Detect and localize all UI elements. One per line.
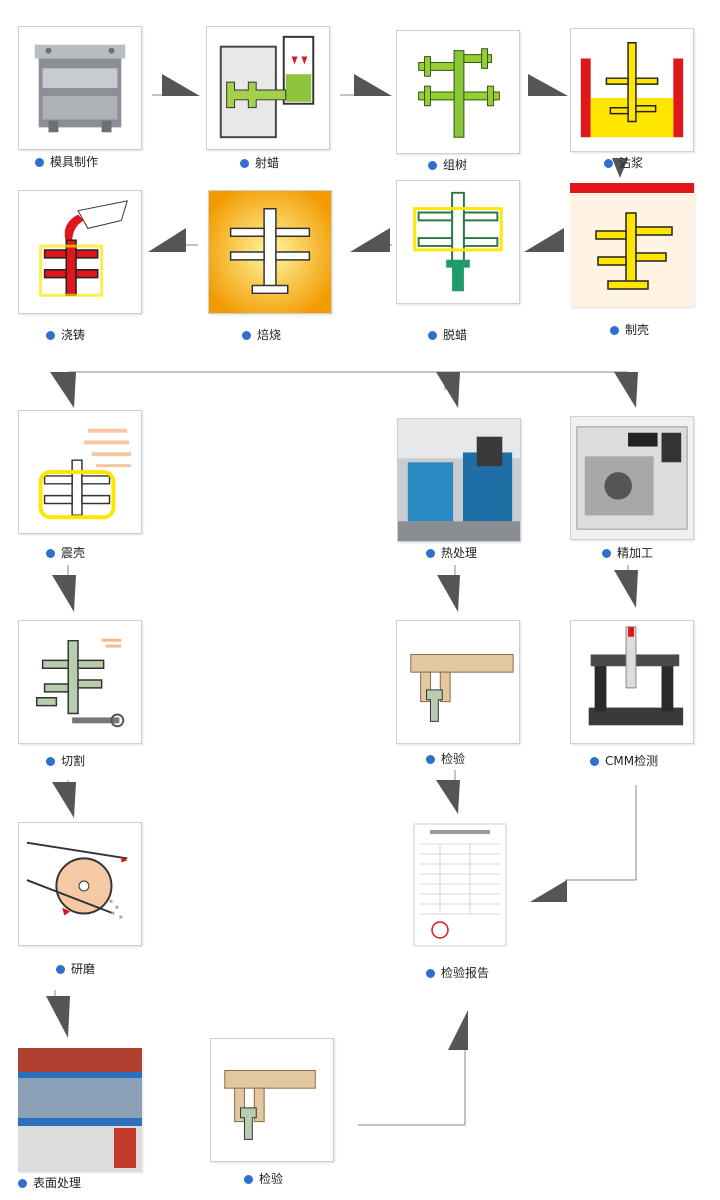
grinding-label: 研磨: [56, 962, 95, 976]
bullet-icon: [428, 331, 437, 340]
inspection-2-label: 检验: [244, 1172, 283, 1186]
cmm-label: CMM检测: [590, 754, 658, 768]
inspection-1-image: [396, 620, 520, 744]
dewax-label: 脱蜡: [428, 328, 467, 342]
bullet-icon: [18, 1179, 27, 1188]
pouring-label: 浇铸: [46, 328, 85, 342]
roasting-image: [208, 190, 332, 314]
bullet-icon: [46, 549, 55, 558]
bullet-icon: [56, 965, 65, 974]
bullet-icon: [602, 549, 611, 558]
report-label: 检验报告: [426, 966, 489, 980]
assembly-label: 组树: [428, 158, 467, 172]
bullet-icon: [35, 158, 44, 167]
bullet-icon: [46, 331, 55, 340]
bullet-icon: [242, 331, 251, 340]
inspection-2-image: [210, 1038, 334, 1162]
report-image: [410, 820, 510, 950]
bullet-icon: [428, 161, 437, 170]
surface-image: [18, 1048, 142, 1172]
heat-treatment-image: [397, 418, 521, 542]
dewax-image: [396, 180, 520, 304]
mold-label: 模具制作: [35, 155, 98, 169]
cutting-label: 切割: [46, 754, 85, 768]
shell-label: 制壳: [610, 323, 649, 337]
bullet-icon: [240, 159, 249, 168]
slurry-image: [570, 28, 694, 152]
shell-image: [570, 183, 694, 307]
bullet-icon: [46, 757, 55, 766]
bullet-icon: [426, 755, 435, 764]
slurry-label: 沾浆: [604, 156, 643, 170]
bullet-icon: [590, 757, 599, 766]
bullet-icon: [426, 549, 435, 558]
finishing-label: 精加工: [602, 546, 653, 560]
inspection-1-label: 检验: [426, 752, 465, 766]
heat-treatment-label: 热处理: [426, 546, 477, 560]
shell-knockout-label: 震壳: [46, 546, 85, 560]
finishing-image: [570, 416, 694, 540]
grinding-image: [18, 822, 142, 946]
surface-label: 表面处理: [18, 1176, 81, 1190]
roasting-label: 焙烧: [242, 328, 281, 342]
bullet-icon: [604, 159, 613, 168]
pouring-image: [18, 190, 142, 314]
bullet-icon: [426, 969, 435, 978]
bullet-icon: [610, 326, 619, 335]
cmm-image: [570, 620, 694, 744]
mold-image: [18, 26, 142, 150]
shell-knockout-image: [18, 410, 142, 534]
wax-injection-image: [206, 26, 330, 150]
bullet-icon: [244, 1175, 253, 1184]
wax-injection-label: 射蜡: [240, 156, 279, 170]
cutting-image: [18, 620, 142, 744]
assembly-image: [396, 30, 520, 154]
